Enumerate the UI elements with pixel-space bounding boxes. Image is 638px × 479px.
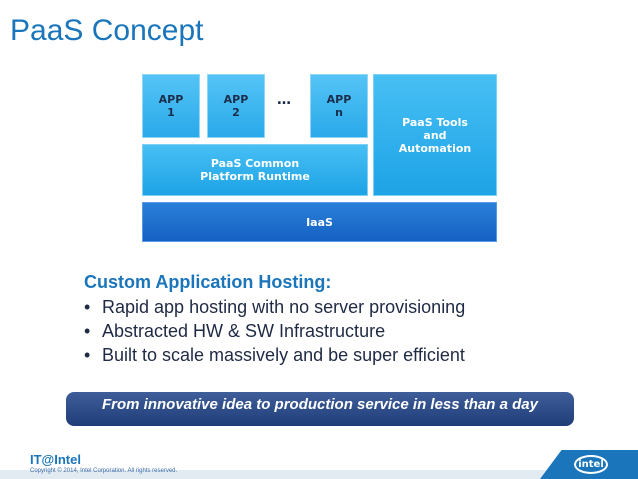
paas-tools-box: PaaS Tools and Automation [373,74,497,196]
footer-bar [0,470,638,479]
app-n-box: APP n [310,74,368,138]
bullet-symbol: • [84,321,91,341]
content-block: Custom Application Hosting: • Rapid app h… [84,272,465,367]
paas-runtime-box: PaaS Common Platform Runtime [142,144,368,196]
bullet-item: • Abstracted HW & SW Infrastructure [84,319,465,343]
intel-logo-icon: intel [574,455,608,474]
paas-tools-line-1: PaaS Tools [402,115,468,129]
iaas-label: IaaS [306,215,333,229]
tagline-banner: From innovative idea to production servi… [66,392,574,426]
bullet-text: Abstracted HW & SW Infrastructure [102,321,386,341]
bullet-symbol: • [84,297,91,317]
app-1-label: APP [158,93,184,106]
paas-runtime-line-2: Platform Runtime [200,170,310,183]
paas-tools-line-3: Automation [398,141,472,155]
app-1-number: 1 [167,106,175,119]
paas-tools-line-2: and [423,128,447,142]
iaas-box: IaaS [142,202,497,242]
it-intel-logo: IT@Intel [30,452,81,467]
content-heading: Custom Application Hosting: [84,272,332,292]
copyright-text: Copyright © 2014, Intel Corporation. All… [30,468,178,474]
app-2-label: APP [223,93,249,106]
paas-runtime-line-1: PaaS Common [210,157,300,170]
app-2-box: APP 2 [207,74,265,138]
tagline-text: From innovative idea to production servi… [102,396,538,413]
bullet-text: Rapid app hosting with no server provisi… [102,297,466,317]
bullet-symbol: • [84,345,91,365]
app-2-number: 2 [232,106,240,119]
bullet-item: • Rapid app hosting with no server provis… [84,295,465,319]
bullet-item: • Built to scale massively and be super e… [84,343,465,367]
apps-ellipsis: … [277,92,291,108]
app-1-box: APP 1 [142,74,200,138]
bullet-text: Built to scale massively and be super ef… [102,345,465,365]
page-title: PaaS Concept [10,14,204,47]
app-n-number: n [335,106,343,119]
app-n-label: APP [326,93,352,106]
